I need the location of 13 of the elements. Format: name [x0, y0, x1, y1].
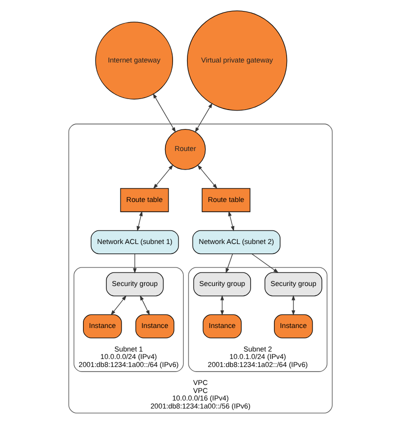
arrow	[291, 295, 295, 316]
arrow	[196, 164, 217, 189]
arrow	[225, 254, 232, 274]
arrow	[132, 254, 136, 274]
arrow	[194, 102, 212, 133]
arrow	[251, 254, 278, 274]
arrow	[139, 295, 150, 316]
arrow	[152, 93, 176, 133]
arrow	[152, 164, 173, 189]
arrow	[220, 295, 224, 316]
arrow	[228, 210, 234, 232]
arrow	[110, 295, 126, 316]
arrow	[136, 210, 142, 232]
